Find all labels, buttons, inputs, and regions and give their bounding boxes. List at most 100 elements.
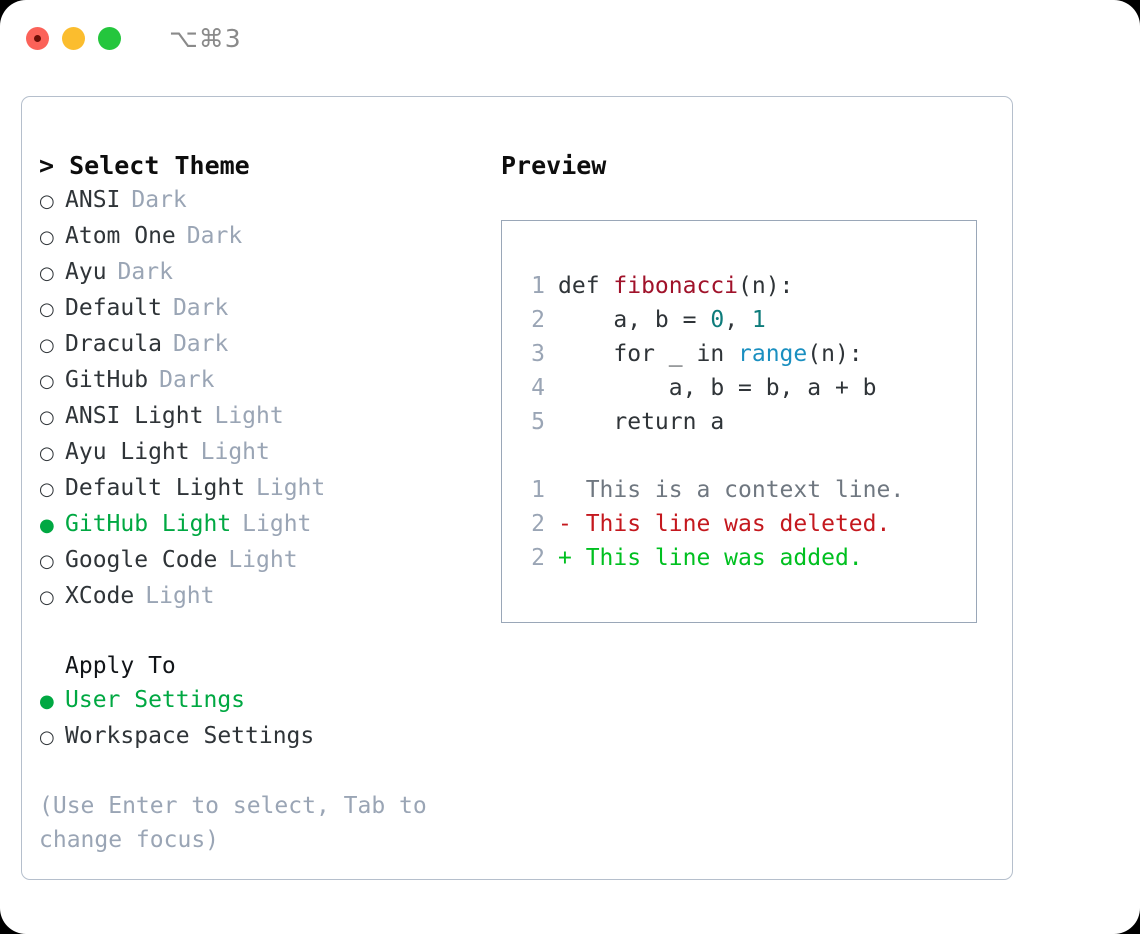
code-line-number: 3 [531,341,545,367]
diff-line-number: 1 [531,477,545,503]
diff-sample: 1 This is a context line. 2 - This line wa… [519,473,904,575]
theme-option-tag: Light [256,475,326,501]
theme-option-label: XCode [65,583,135,609]
code-line-3: 4 a, b = b, a + b [519,371,904,405]
theme-option-2[interactable]: ○ Ayu Dark [39,255,489,291]
radio-unselected-icon: ○ [39,407,55,428]
radio-unselected-icon: ○ [39,727,55,748]
radio-unselected-icon: ○ [39,227,55,248]
theme-option-11[interactable]: ○ XCode Light [39,579,489,615]
code-line-text: def fibonacci(n): [558,269,793,303]
theme-option-label: Ayu [65,259,107,285]
code-line-2: 3 for _ in range(n): [519,337,904,371]
apply-to-option-0[interactable]: ●User Settings [39,683,489,719]
list-spacer [39,615,489,649]
code-line-4: 5 return a [519,405,904,439]
theme-option-tag: Dark [159,367,215,393]
diff-line-ctx-0: 1 This is a context line. [519,473,904,507]
diff-line-del-1: 2 - This line was deleted. [519,507,904,541]
code-line-text: for _ in range(n): [558,337,863,371]
code-line-text: a, b = 0, 1 [558,303,765,337]
theme-option-tag: Dark [172,331,229,357]
code-token-plain: (n): [738,273,794,299]
theme-option-label: ANSI Light [65,403,204,429]
code-token-plain: (n): [807,341,863,367]
theme-option-label: ANSI [65,187,121,213]
theme-option-label: GitHub Light [65,511,232,537]
select-theme-heading: > Select Theme [39,151,250,180]
theme-option-tag: Light [145,583,215,609]
radio-selected-icon: ● [39,515,55,536]
code-token-plain: , [724,307,752,333]
code-line-number: 5 [531,409,545,435]
theme-option-8[interactable]: ○ Default Light Light [39,471,489,507]
radio-unselected-icon: ○ [39,335,55,356]
theme-option-tag: Light [228,547,298,573]
theme-option-label: Ayu Light [65,439,190,465]
theme-option-label: Dracula [65,331,162,357]
code-token-plain: def [558,273,614,299]
minimize-window-icon[interactable] [62,26,85,50]
apply-to-heading: Apply To [65,653,176,679]
close-window-icon[interactable] [26,26,49,50]
radio-unselected-icon: ○ [39,479,55,500]
code-line-1: 2 a, b = 0, 1 [519,303,904,337]
diff-line-text: + This line was added. [558,545,863,571]
radio-unselected-icon: ○ [39,587,55,608]
radio-unselected-icon: ○ [39,551,55,572]
radio-unselected-icon: ○ [39,191,55,212]
theme-option-tag: Dark [172,295,229,321]
theme-option-3[interactable]: ○ Default Dark [39,291,489,327]
diff-line-number: 2 [531,511,545,537]
code-line-text: return a [558,405,724,439]
apply-to-option-label: Workspace Settings [65,723,315,749]
radio-unselected-icon: ○ [39,443,55,464]
code-line-0: 1 def fibonacci(n): [519,269,904,303]
code-line-number: 4 [531,375,545,401]
code-token-plain: a, b = [558,307,711,333]
code-line-text: a, b = b, a + b [558,371,877,405]
theme-option-tag: Dark [117,259,173,285]
apply-to-option-label: User Settings [65,687,246,713]
radio-unselected-icon: ○ [39,299,55,320]
theme-option-5[interactable]: ○ GitHub Dark [39,363,489,399]
theme-option-10[interactable]: ○ Google Code Light [39,543,489,579]
code-line-number: 1 [531,273,545,299]
apply-to-list[interactable]: ●User Settings ○ Workspace Settings [39,683,489,755]
radio-unselected-icon: ○ [39,371,55,392]
theme-option-tag: Dark [186,223,243,249]
theme-option-label: Google Code [65,547,218,573]
theme-option-label: Default Light [65,475,246,501]
preview-heading: Preview [501,151,607,180]
maximize-window-icon[interactable] [98,26,121,50]
theme-option-label: Default [65,295,162,321]
apply-to-option-1[interactable]: ○ Workspace Settings [39,719,489,755]
code-token-plain: a, b = b, a + b [558,375,877,401]
code-diff-separator [519,439,904,473]
theme-option-label: Atom One [65,223,176,249]
keyboard-hint-text: (Use Enter to select, Tab to change focu… [39,793,441,853]
theme-option-label: GitHub [65,367,149,393]
title-bar: ⌥⌘3 [0,0,1140,76]
theme-option-1[interactable]: ○ Atom One Dark [39,219,489,255]
diff-line-text: This is a context line. [558,477,905,503]
theme-option-4[interactable]: ○ Dracula Dark [39,327,489,363]
radio-unselected-icon: ○ [39,263,55,284]
code-token-builtin: range [738,341,808,367]
theme-option-9[interactable]: ● GitHub Light Light [39,507,489,543]
diff-line-text: - This line was deleted. [558,511,891,537]
diff-line-number: 2 [531,545,545,571]
code-token-num: 0 [710,307,725,333]
theme-option-tag: Light [242,511,312,537]
traffic-light-buttons [26,26,121,50]
